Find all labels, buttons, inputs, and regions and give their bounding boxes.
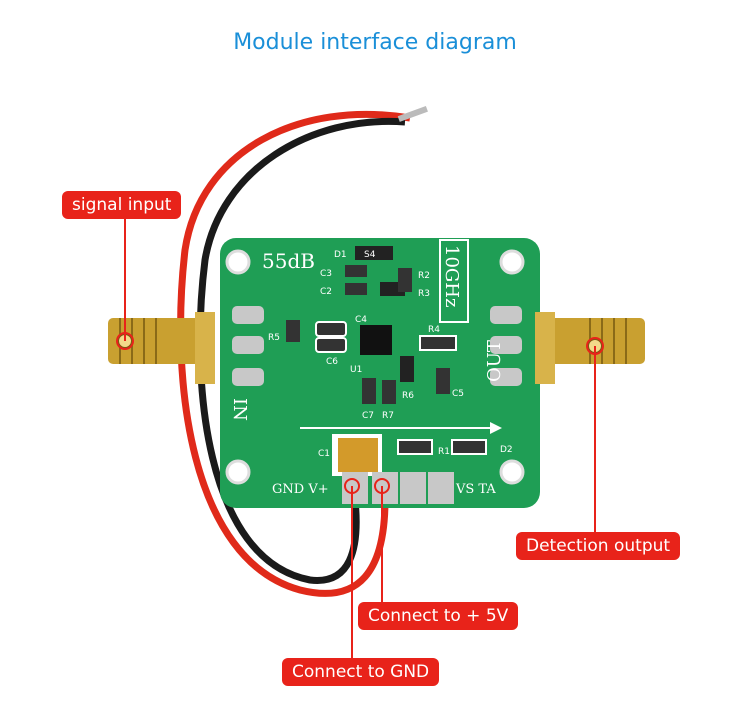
connect-gnd-callout: Connect to GND (282, 658, 440, 686)
out-label: OUT (484, 340, 505, 382)
pin-left-label: GND V+ (272, 482, 329, 497)
ref-R5: R5 (268, 333, 280, 343)
signal-input-callout: signal input (62, 191, 182, 219)
in-label: IN (229, 398, 250, 421)
detection-output-callout: Detection output (516, 532, 681, 560)
ref-R1: R1 (438, 447, 450, 457)
ref-D1: D1 (334, 250, 347, 260)
ic-marking: S4 (364, 250, 376, 260)
ref-R2: R2 (418, 271, 430, 281)
black-wire (196, 117, 406, 584)
connect-5v-callout: Connect to + 5V (358, 602, 519, 630)
ref-D2: D2 (500, 445, 513, 455)
pin-right-label: VS TA (455, 482, 496, 497)
ref-U1: U1 (350, 365, 362, 375)
ref-C6: C6 (326, 357, 338, 367)
tantalum-capacitor (338, 438, 378, 472)
ref-C5: C5 (452, 389, 464, 399)
ref-C7: C7 (362, 411, 374, 421)
ref-C4: C4 (355, 315, 367, 325)
page-title: Module interface diagram (233, 30, 517, 55)
freq-label: 10GHz (441, 245, 462, 307)
ref-R6: R6 (402, 391, 414, 401)
ref-C3: C3 (320, 269, 332, 279)
ref-R3: R3 (418, 289, 430, 299)
ref-C2: C2 (320, 287, 332, 297)
ref-R7: R7 (382, 411, 394, 421)
gain-label: 55dB (262, 249, 315, 273)
ref-C1: C1 (318, 449, 330, 459)
ref-R4: R4 (428, 325, 440, 335)
